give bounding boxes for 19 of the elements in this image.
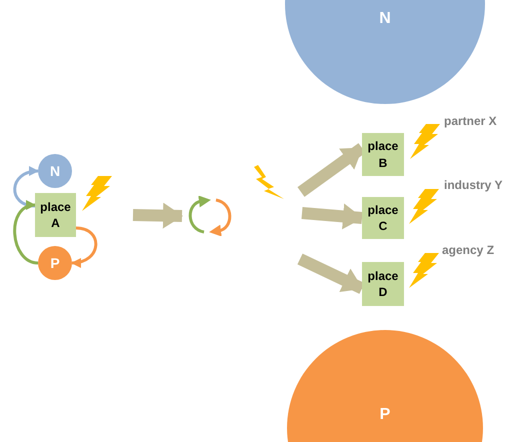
- small-circle: [38, 246, 72, 280]
- place-box: [35, 193, 76, 237]
- circle-letter: P: [380, 406, 390, 424]
- circle-letter: P: [50, 255, 60, 271]
- curved-arrow: [13, 202, 38, 264]
- circle-letter: N: [379, 10, 391, 28]
- place-box: [362, 262, 404, 306]
- block-arrow: [302, 203, 363, 230]
- place-label: place C: [366, 202, 400, 234]
- place-label: place D: [366, 268, 400, 300]
- circle-letter: N: [50, 163, 60, 179]
- organisation-label: agency Z: [442, 243, 494, 257]
- small-circle: [38, 154, 72, 188]
- organisation-label: partner X: [444, 114, 497, 128]
- curved-arrow: [13, 166, 39, 208]
- organisation-label: industry Y: [444, 178, 502, 192]
- place-label: place A: [39, 198, 72, 232]
- place-label: place B: [366, 138, 400, 171]
- curved-arrow: [71, 226, 98, 268]
